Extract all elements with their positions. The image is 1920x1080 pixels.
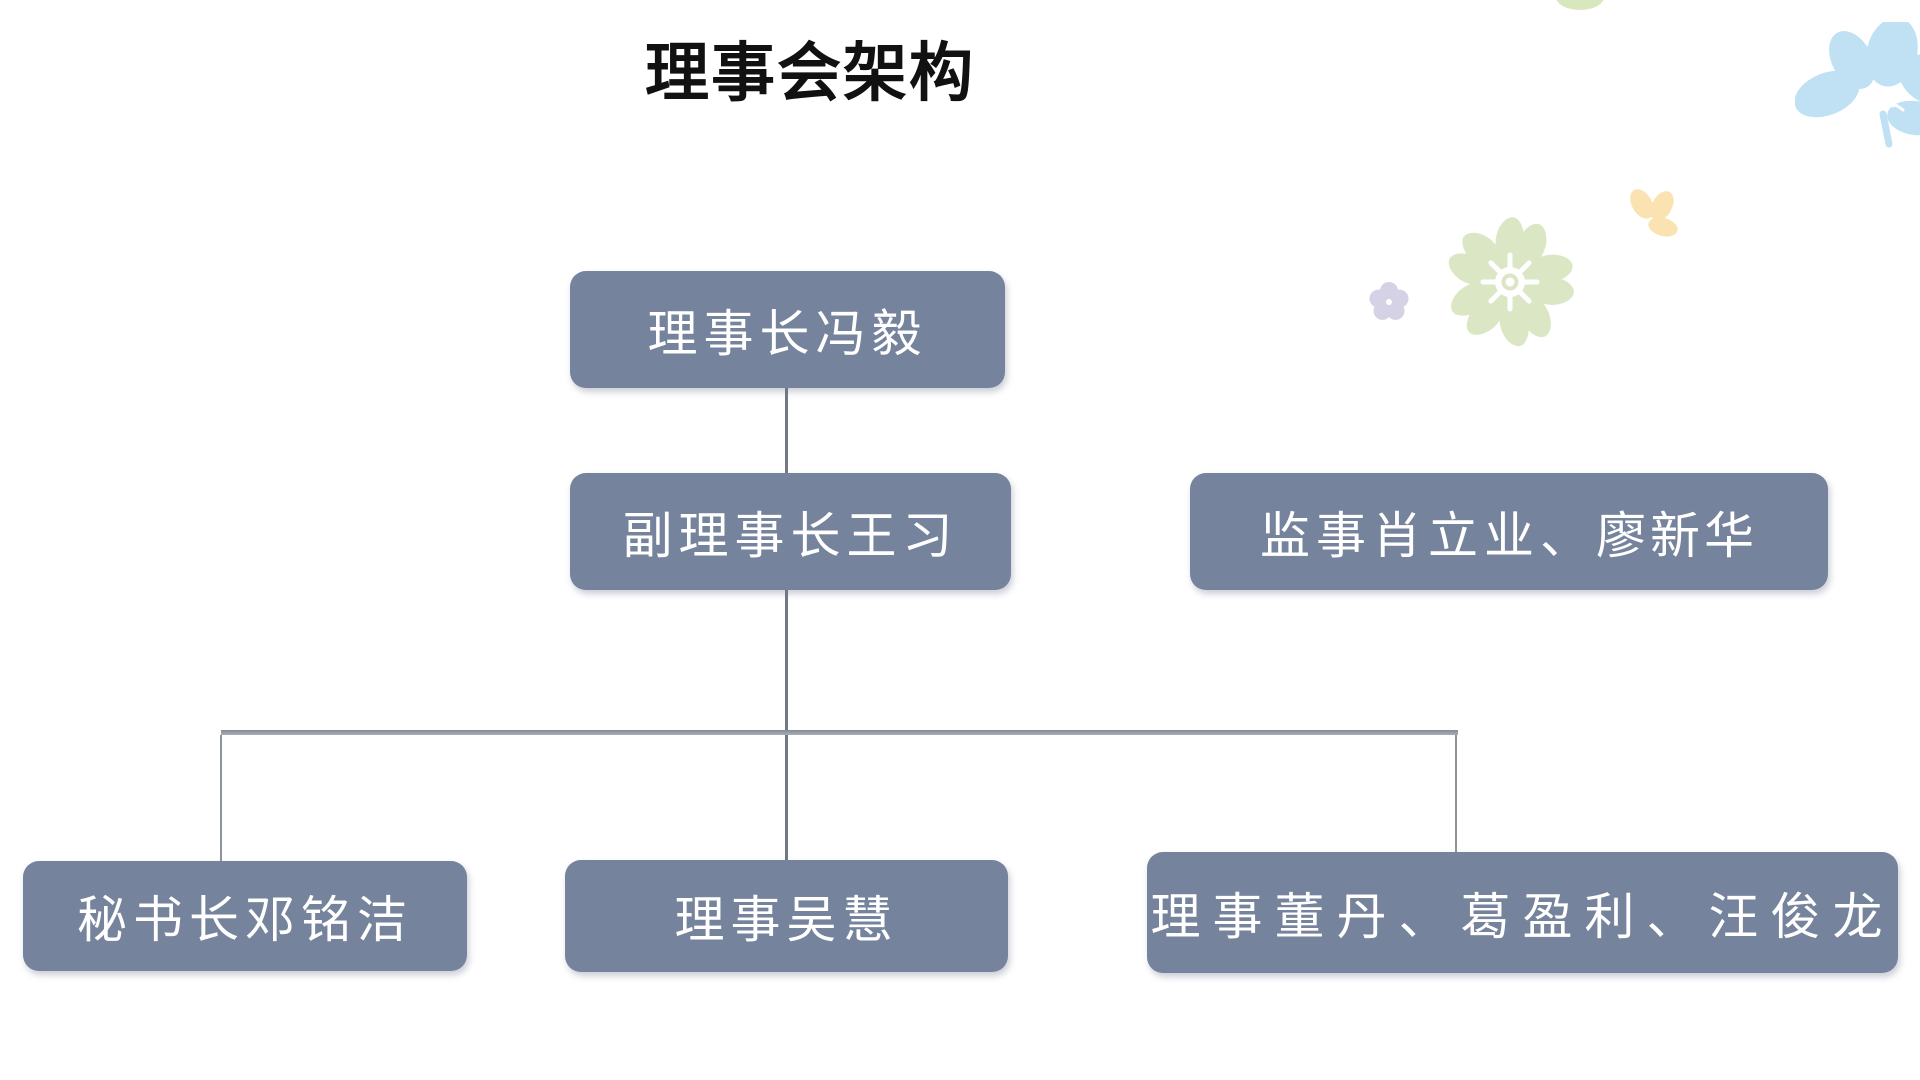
connector-vice-middle [785,590,788,860]
org-node-chairman-label: 理事长冯毅 [647,305,928,362]
org-node-secretary-general: 秘书长邓铭洁 [23,861,467,971]
org-node-director-wu-hui: 理事吴慧 [565,860,1008,972]
decoration-yellow-flower [1630,189,1678,237]
connector-drop-directors [1455,735,1457,852]
org-node-vice-chairman: 副理事长王习 [570,473,1011,590]
connector-horizontal-bar [221,730,1458,735]
decoration-purple-flower [1369,282,1409,320]
decoration-green-sliver [1556,0,1604,10]
org-node-chairman: 理事长冯毅 [570,271,1005,388]
page-title: 理事会架构 [645,37,975,109]
connector-drop-secretary [220,735,222,861]
org-node-directors-group: 理事董丹、葛盈利、汪俊龙 [1147,852,1898,973]
decoration-blue-flower [1795,22,1920,148]
org-node-secretary-general-label: 秘书长邓铭洁 [77,892,413,948]
connector-chairman-vice [785,388,788,473]
decoration-green-sakura-flower [1448,217,1574,347]
org-node-supervisors: 监事肖立业、廖新华 [1190,473,1828,590]
org-node-supervisors-label-serif: 监事肖立业、 [1260,507,1596,564]
org-node-supervisors-label-sans: 廖新华 [1596,507,1758,564]
org-node-directors-group-label: 理事董丹、葛盈利、汪俊龙 [1150,888,1895,945]
org-node-director-wu-hui-label: 理事吴慧 [674,892,899,948]
org-node-vice-chairman-label: 副理事长王习 [622,507,959,564]
